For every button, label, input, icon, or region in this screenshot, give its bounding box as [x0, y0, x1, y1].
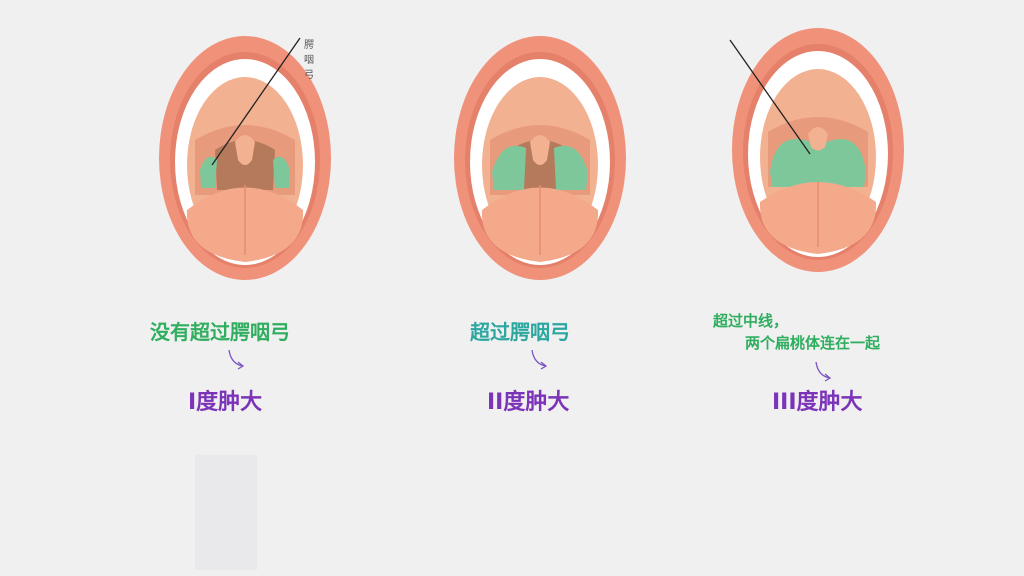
arrow-icon	[228, 349, 245, 370]
arrow-icon	[815, 361, 832, 382]
mouth-illustration-2	[454, 36, 626, 280]
description-grade-3-line2: 两个扁桃体连在一起	[745, 334, 881, 352]
description-grade-3-line1: 超过中线，	[713, 312, 789, 330]
arrow-icon	[531, 349, 548, 370]
grade-label-2: II度肿大	[487, 390, 570, 415]
grade-label-3: III度肿大	[772, 390, 863, 415]
palatopharyngeal-arch-label: 腭咽弓	[304, 40, 314, 81]
mouth-illustration-3	[729, 28, 904, 272]
description-grade-1: 没有超过腭咽弓	[150, 320, 290, 344]
mouth-illustration-1	[159, 36, 331, 280]
grade-label-1: I度肿大	[188, 390, 263, 415]
background-patch	[195, 455, 257, 570]
description-grade-2: 超过腭咽弓	[470, 320, 570, 344]
